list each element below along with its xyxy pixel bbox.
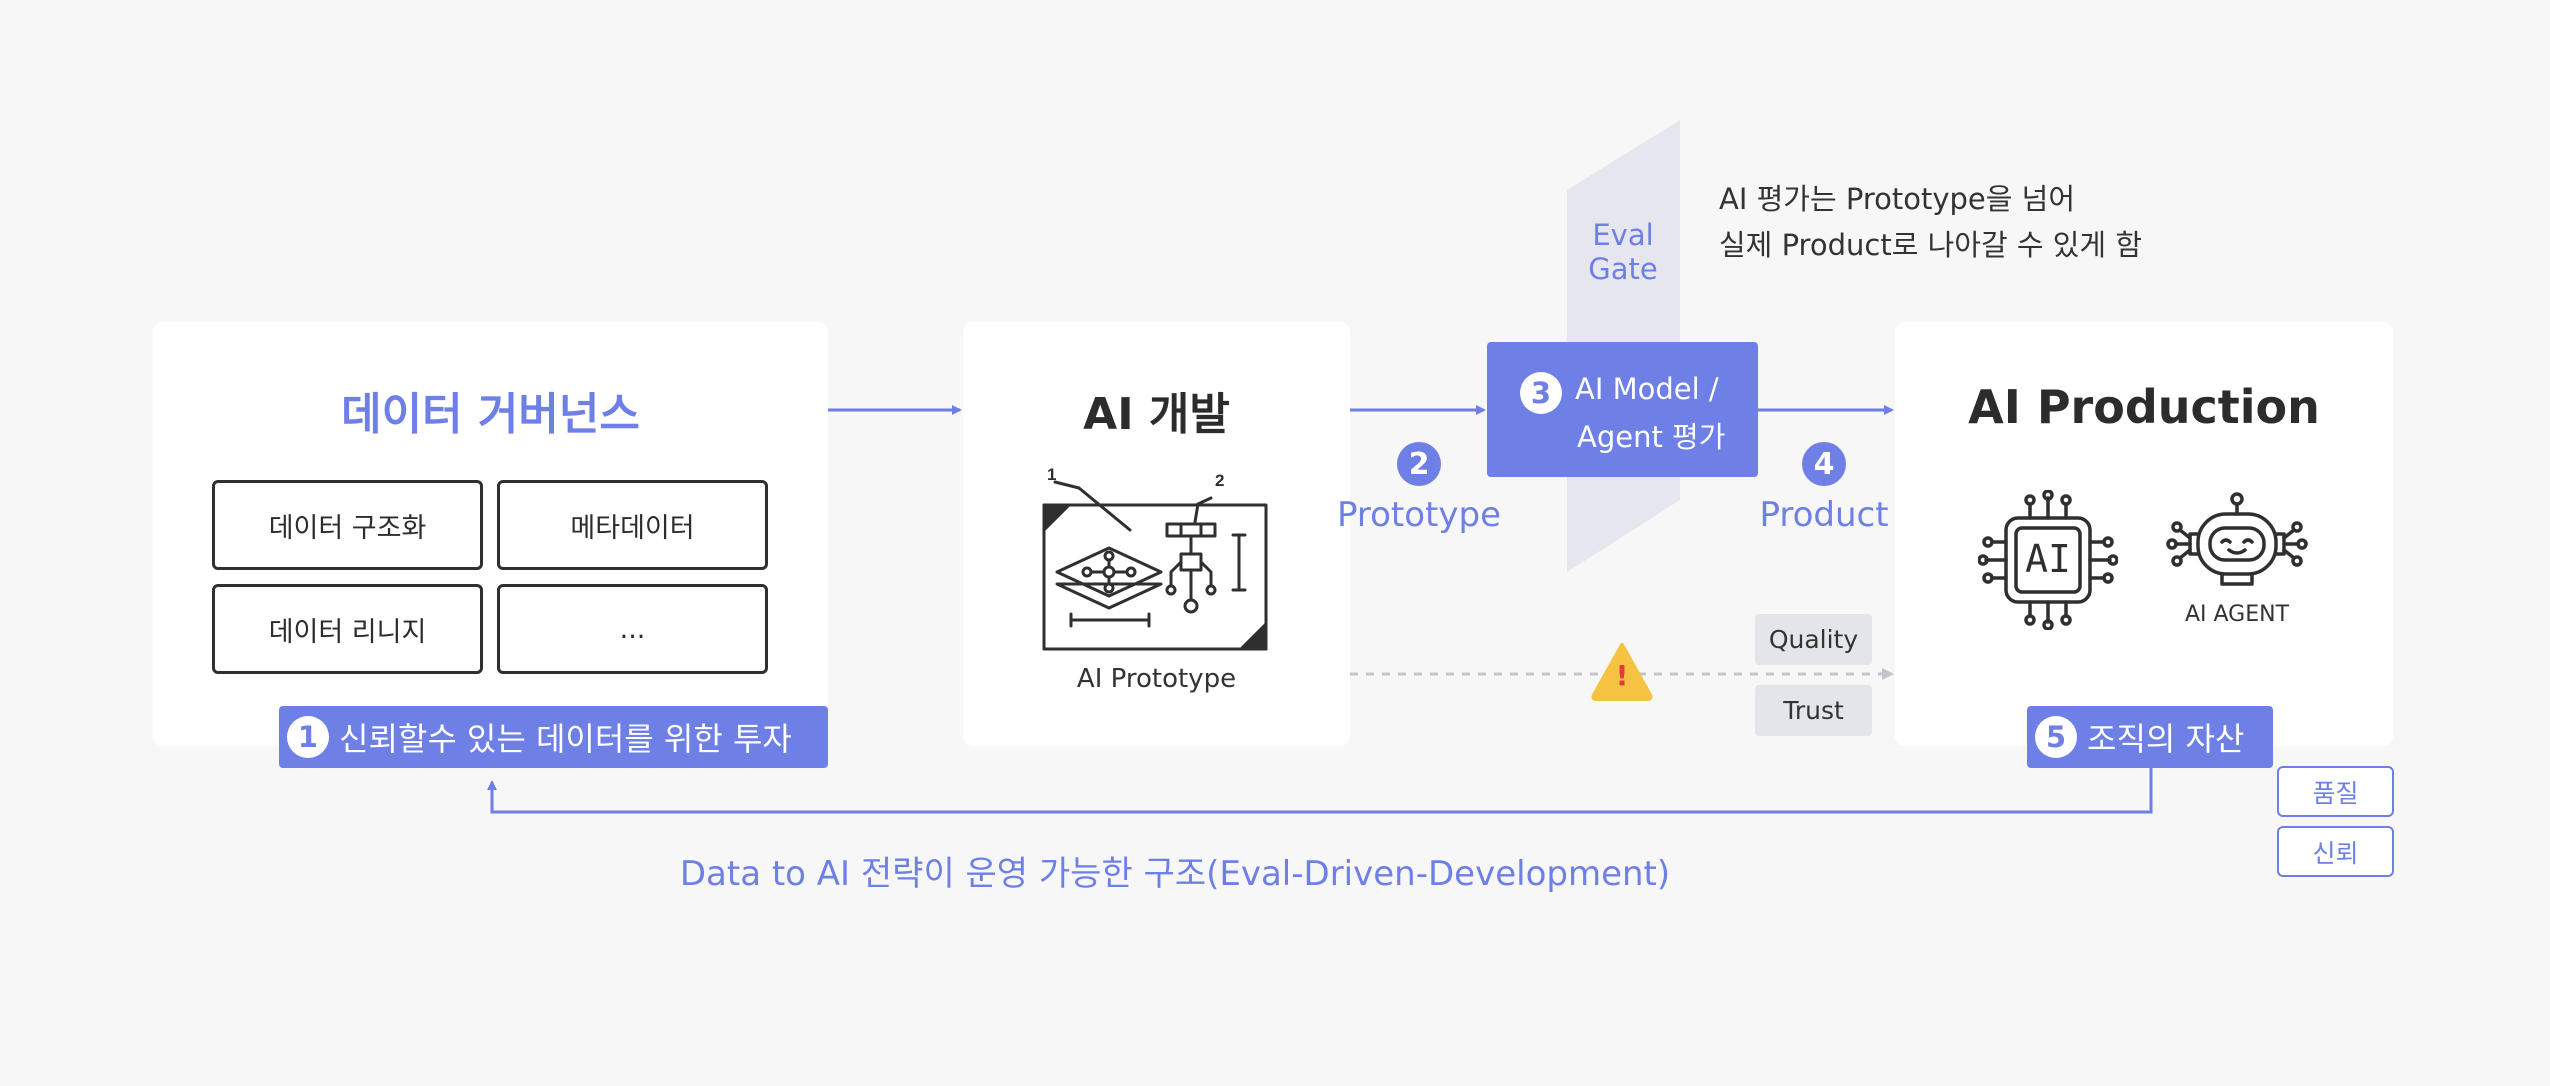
ai-prototype-caption: AI Prototype [1076, 664, 1237, 694]
eval-gate-line2: Gate [1588, 252, 1658, 286]
eval-note-line1: AI 평가는 Prototype을 넘어 [1719, 182, 2076, 216]
step-1-badge: 1 [287, 716, 329, 758]
ai-chip-text: AI [2025, 537, 2071, 581]
eval-note: AI 평가는 Prototype을 넘어 실제 Product로 나아갈 수 있… [1719, 176, 2142, 268]
production-card [1895, 322, 2393, 746]
production-title: AI Production [1968, 380, 2320, 434]
investment-banner: 1 신뢰할수 있는 데이터를 위한 투자 [279, 706, 828, 768]
model-agent-eval-box: 3 AI Model / Agent 평가 [1487, 342, 1758, 477]
tile-metadata: 메타데이터 [497, 480, 768, 570]
step-2-badge: 2 [1397, 442, 1441, 486]
ai-dev-title: AI 개발 [1083, 389, 1230, 440]
footer-strategy-text: Data to AI 전략이 운영 가능한 구조(Eval-Driven-Dev… [679, 854, 1671, 894]
org-asset-banner: 5 조직의 자산 [2027, 706, 2273, 768]
trust-tag: 신뢰 [2277, 826, 2394, 877]
step-3-badge: 3 [1520, 372, 1562, 414]
feedback-loop-arrow [487, 768, 2153, 814]
callout-2-label: 2 [1215, 471, 1224, 490]
prototype-label: Prototype [1336, 495, 1502, 535]
quality-pill: Quality [1755, 614, 1872, 665]
model-agent-eval-line2: Agent 평가 [1577, 420, 1726, 454]
eval-gate-label: Eval Gate [1567, 218, 1679, 286]
callout-1-label: 1 [1047, 465, 1056, 484]
trust-pill: Trust [1755, 685, 1872, 736]
eval-gate-line1: Eval [1592, 218, 1654, 252]
step-4-badge: 4 [1802, 442, 1846, 486]
ai-agent-label: AI AGENT [2184, 602, 2290, 627]
ai-dev-card [963, 322, 1350, 746]
quality-tag: 품질 [2277, 766, 2394, 817]
step-5-badge: 5 [2035, 716, 2077, 758]
blueprint-icon: 1 2 [1042, 465, 1268, 651]
model-agent-eval-line1: AI Model / [1575, 372, 1719, 406]
tile-data-lineage: 데이터 리니지 [212, 584, 483, 674]
ai-chip-icon: AI [1977, 489, 2119, 631]
governance-title: 데이터 거버넌스 [341, 389, 640, 440]
investment-banner-text: 신뢰할수 있는 데이터를 위한 투자 [339, 720, 792, 758]
ai-agent-robot-icon [2166, 492, 2308, 586]
eval-note-line2: 실제 Product로 나아갈 수 있게 함 [1719, 228, 2143, 262]
warning-icon: ! [1590, 641, 1654, 701]
tile-more: ... [497, 584, 768, 674]
tile-data-structuring: 데이터 구조화 [212, 480, 483, 570]
warning-mark: ! [1615, 659, 1629, 692]
org-asset-banner-text: 조직의 자산 [2087, 720, 2245, 758]
product-label: Product [1759, 495, 1889, 535]
